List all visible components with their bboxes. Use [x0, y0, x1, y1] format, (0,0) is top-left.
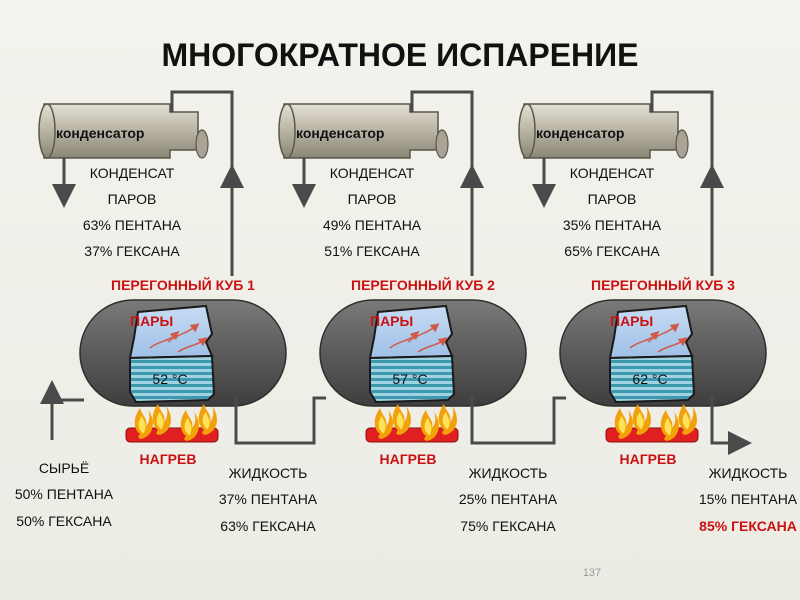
- condenser-outlet-cap: [195, 129, 209, 159]
- condenser-label: конденсатор: [296, 125, 384, 141]
- condensate-line2: ПАРОВ: [348, 191, 397, 207]
- condensate-line2: ПАРОВ: [108, 191, 157, 207]
- liquid-pentane: 25% ПЕНТАНА: [459, 491, 558, 507]
- condensate-pentane: 35% ПЕНТАНА: [563, 217, 662, 233]
- liquid-zone: [609, 354, 696, 404]
- liquid-zone: [369, 354, 456, 404]
- vapor-arrow-3: [417, 337, 448, 353]
- temperature-label: 62 °C: [632, 371, 667, 387]
- condensate-pentane: 49% ПЕНТАНА: [323, 217, 422, 233]
- condensate-hexane: 37% ГЕКСАНА: [84, 243, 180, 259]
- vapor-label: ПАРЫ: [610, 313, 653, 329]
- condensate-hexane: 65% ГЕКСАНА: [564, 243, 660, 259]
- liquid-label: ЖИДКОСТЬ: [469, 465, 548, 481]
- vapor-arrow-1: [389, 330, 420, 349]
- feed-label: СЫРЬЁ: [39, 460, 89, 476]
- condensate-pentane: 63% ПЕНТАНА: [83, 217, 182, 233]
- temperature-label: 57 °C: [392, 371, 427, 387]
- vapor-arrow-1: [149, 330, 180, 349]
- vapor-arrow-3: [657, 337, 688, 353]
- liquid-hexane: 85% ГЕКСАНА: [699, 518, 797, 534]
- liquid-hexane: 75% ГЕКСАНА: [460, 518, 556, 534]
- vapor-arrow-2: [407, 323, 440, 343]
- feed-pipe: [50, 398, 84, 440]
- condensate-line1: КОНДЕНСАТ: [90, 165, 175, 181]
- vapor-arrow-1: [629, 330, 660, 349]
- condenser-outlet-cap: [675, 129, 689, 159]
- vapor-label: ПАРЫ: [130, 313, 173, 329]
- liquid-outlet-pipe: [710, 395, 752, 455]
- vapor-arrow-2: [647, 323, 680, 343]
- liquid-pentane: 37% ПЕНТАНА: [219, 491, 318, 507]
- transfer-pipe-2-3: [470, 395, 566, 445]
- condensate-line2: ПАРОВ: [588, 191, 637, 207]
- vapor-arrow-3: [177, 337, 208, 353]
- liquid-zone: [129, 354, 216, 404]
- liquid-pentane: 15% ПЕНТАНА: [699, 491, 798, 507]
- liquid-label: ЖИДКОСТЬ: [229, 465, 308, 481]
- condenser-label: конденсатор: [56, 125, 144, 141]
- heat-label: НАГРЕВ: [380, 451, 437, 467]
- condenser-end-cap: [278, 103, 296, 159]
- condenser-label: конденсатор: [536, 125, 624, 141]
- still-name: ПЕРЕГОННЫЙ КУБ 3: [591, 276, 735, 293]
- condensate-line1: КОНДЕНСАТ: [330, 165, 415, 181]
- still-name: ПЕРЕГОННЫЙ КУБ 2: [351, 276, 495, 293]
- temperature-label: 52 °C: [152, 371, 187, 387]
- feed-pentane: 50% ПЕНТАНА: [15, 486, 114, 502]
- feed-hexane: 50% ГЕКСАНА: [16, 513, 112, 529]
- still-name: ПЕРЕГОННЫЙ КУБ 1: [111, 276, 255, 293]
- condensate-line1: КОНДЕНСАТ: [570, 165, 655, 181]
- heat-label: НАГРЕВ: [620, 451, 677, 467]
- transfer-pipe-1-2: [234, 395, 326, 445]
- vapor-label: ПАРЫ: [370, 313, 413, 329]
- liquid-hexane: 63% ГЕКСАНА: [220, 518, 316, 534]
- condenser-end-cap: [518, 103, 536, 159]
- liquid-label: ЖИДКОСТЬ: [709, 465, 788, 481]
- condenser-outlet-cap: [435, 129, 449, 159]
- pipes-group: [40, 380, 752, 455]
- condensate-hexane: 51% ГЕКСАНА: [324, 243, 420, 259]
- page-number: 137: [583, 567, 601, 579]
- condenser-end-cap: [38, 103, 56, 159]
- page-title: МНОГОКРАТНОЕ ИСПАРЕНИЕ: [162, 37, 639, 73]
- heat-label: НАГРЕВ: [140, 451, 197, 467]
- vapor-arrow-2: [167, 323, 200, 343]
